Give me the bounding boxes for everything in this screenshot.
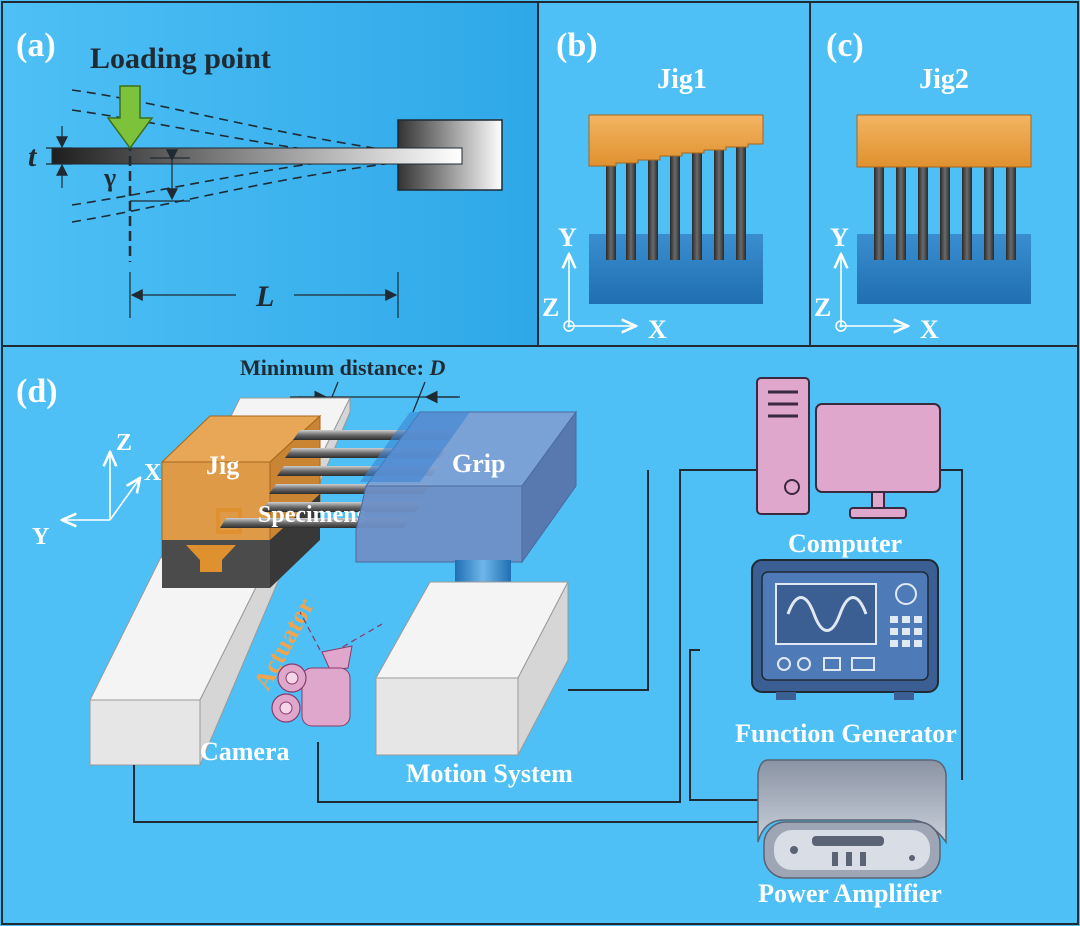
function-generator-label: Function Generator: [735, 719, 957, 748]
jig1-stepped-holder: [588, 114, 764, 167]
jig1-axis-x-label: X: [648, 315, 667, 344]
grip-label: Grip: [452, 449, 505, 478]
jig2-axis-y-label: Y: [830, 223, 849, 252]
jig2-axis-z-label: Z: [814, 293, 831, 322]
jig2-axis-z-icon: [835, 320, 847, 332]
grip-block: [355, 410, 577, 564]
function-generator-icon: [751, 559, 939, 700]
deflected-beam-down: [71, 151, 401, 206]
triad-x-label: X: [144, 460, 162, 486]
connection-wires: [133, 469, 963, 823]
motion-system-label: Motion System: [406, 759, 573, 788]
jig2-specimens: [874, 164, 1016, 260]
panel-c: (c) Jig2 Y Z X: [809, 1, 1079, 347]
loading-point-label: Loading point: [90, 42, 271, 75]
deflected-beam-down-lower: [71, 161, 401, 223]
loading-arrow-icon: [106, 85, 154, 150]
min-distance-label: Minimum distance: D: [240, 355, 445, 380]
jig1-axis-z-label: Z: [542, 293, 559, 322]
panel-d-label: (d): [16, 373, 58, 410]
camera-icon: [271, 611, 383, 727]
thickness-symbol: t: [28, 140, 38, 173]
panel-a: (a) Loading point t γ L: [1, 1, 539, 347]
jig1-axis-y-label: Y: [558, 223, 577, 252]
power-amplifier-label: Power Amplifier: [758, 879, 942, 908]
computer-icon: [756, 377, 941, 519]
deflected-beam-up: [71, 89, 401, 153]
jig1-axis-z-icon: [563, 320, 575, 332]
jig2-flat-holder: [856, 114, 1032, 168]
panel-c-title: Jig2: [919, 64, 969, 95]
jig1-specimens: [606, 144, 746, 260]
power-amplifier-icon: [757, 759, 947, 879]
min-distance-tick-right: [412, 381, 426, 413]
panel-b-label: (b): [556, 27, 598, 64]
jig-label: Jig: [206, 451, 239, 480]
computer-label: Computer: [788, 529, 902, 558]
panel-b-title: Jig1: [657, 64, 707, 95]
cantilever-beam: [51, 147, 463, 165]
triad-z-label: Z: [116, 430, 132, 456]
panel-c-label: (c): [826, 27, 864, 64]
specimens-label: Specimens: [258, 502, 366, 528]
panel-b: (b) Jig1 Y Z X: [537, 1, 811, 347]
length-symbol: L: [255, 280, 274, 313]
deflection-symbol: γ: [103, 163, 116, 192]
triad-y-label: Y: [32, 524, 49, 550]
panel-d: (d) Minimum distance: D Z X Y: [1, 345, 1079, 925]
triad-axis-x: [109, 478, 140, 521]
deflected-beam-up-lower: [71, 109, 401, 163]
motion-system-block: [375, 581, 569, 756]
panel-a-label: (a): [16, 27, 56, 64]
jig2-axis-x-label: X: [920, 315, 939, 344]
camera-label: Camera: [200, 737, 290, 766]
